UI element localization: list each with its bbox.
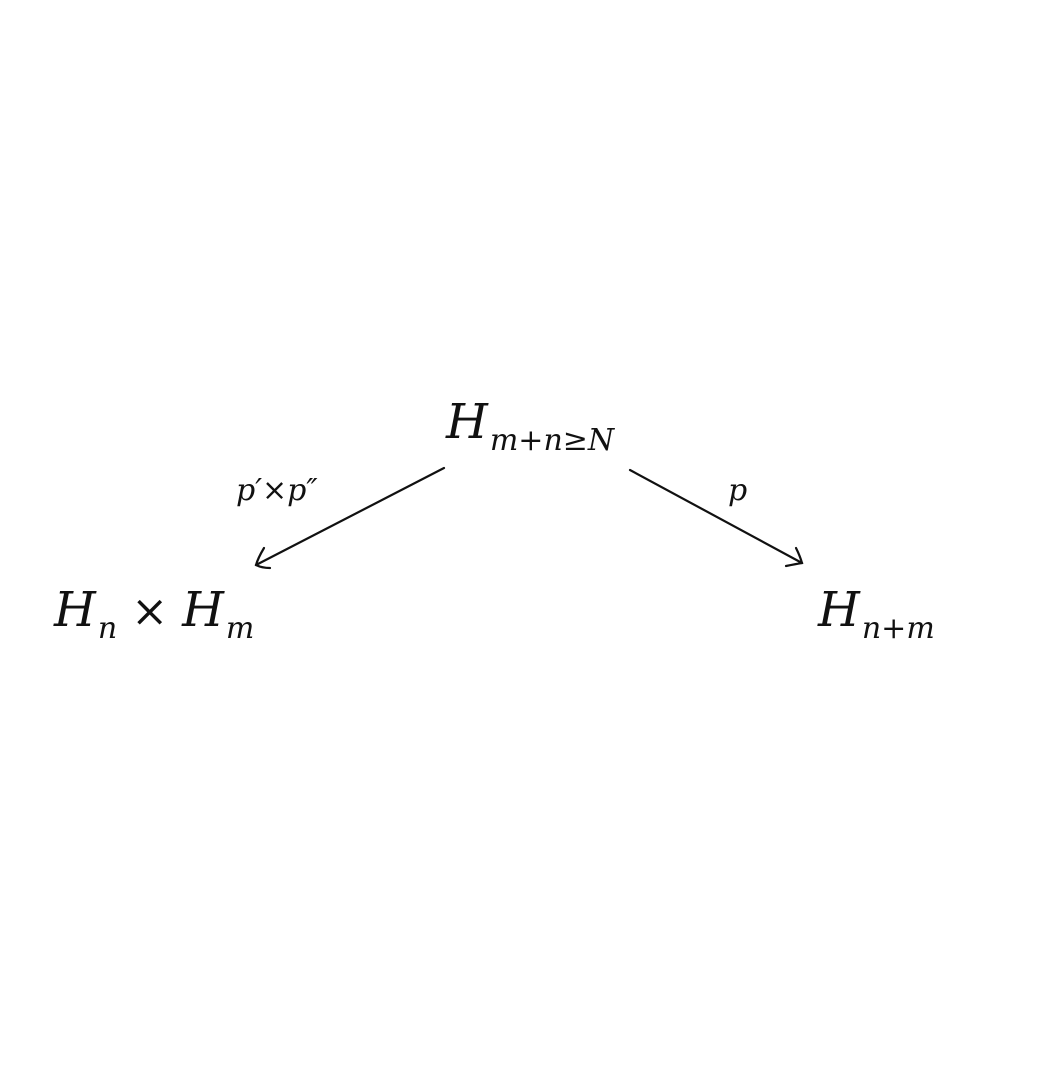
- node-left-operator: ×: [131, 586, 169, 637]
- arrow-top-to-left: [254, 466, 446, 570]
- node-right-subscript: n+m: [861, 611, 935, 646]
- node-left-base2: H: [182, 582, 224, 638]
- arrow-top-to-right: [628, 468, 804, 568]
- node-right-base: H: [818, 582, 860, 638]
- node-left-base1: H: [54, 582, 96, 638]
- node-right: Hn+m: [818, 586, 935, 644]
- node-top-subscript: m+n≥N: [489, 423, 615, 458]
- node-top: Hm+n≥N: [446, 398, 614, 456]
- node-left: Hn×Hm: [54, 586, 254, 644]
- edge-label-left: p′×p″: [236, 473, 318, 508]
- node-left-sub2: m: [225, 611, 255, 646]
- node-left-sub1: n: [97, 611, 118, 646]
- edge-label-right: p: [728, 473, 748, 508]
- node-top-base: H: [446, 394, 488, 450]
